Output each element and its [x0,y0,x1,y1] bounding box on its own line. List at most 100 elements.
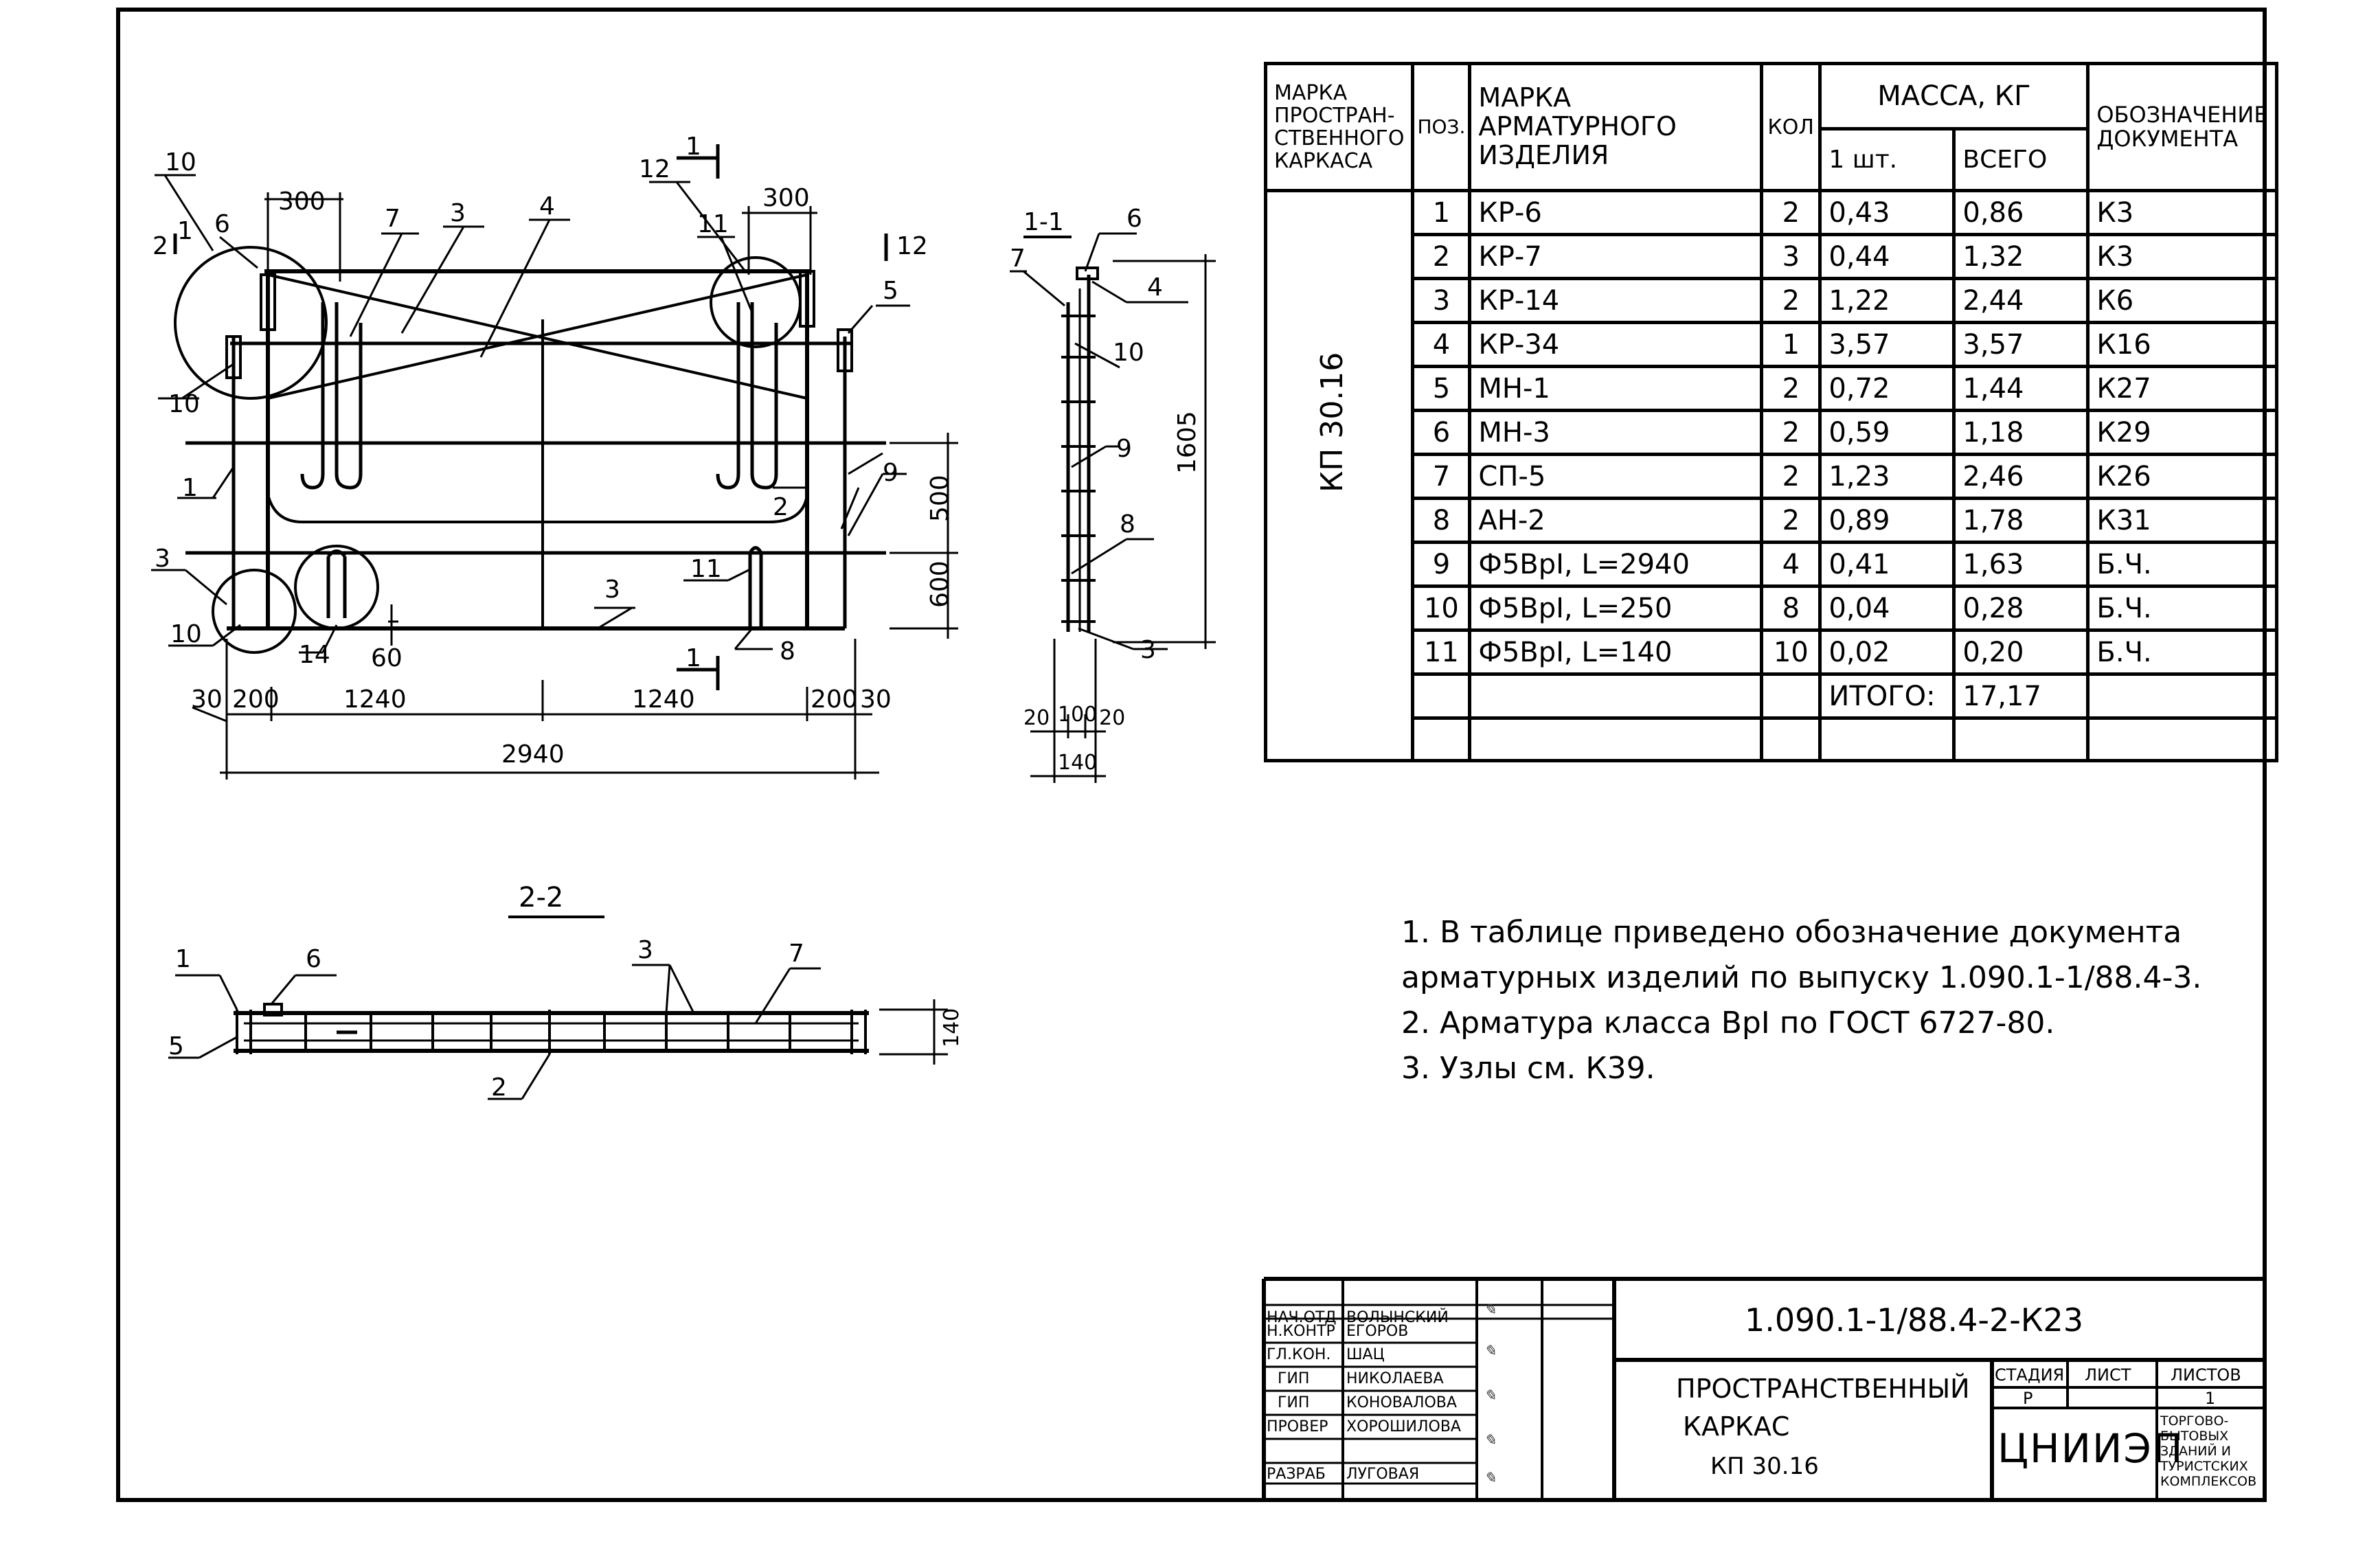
row-doc: К27 [2086,365,2278,412]
plan-leader-text: 8 [780,637,795,666]
row-doc: Б.Ч. [2086,541,2278,588]
header-mass: МАССА, КГ [1818,62,2090,130]
plan-leader-text: 12 [896,232,928,260]
s11-leader-text: 10 [1113,339,1144,367]
plan-end-plate-3 [799,270,815,328]
plan-end-plate-2 [225,335,242,379]
row-pos: 4 [1411,321,1472,368]
row-mass-total: 2,46 [1952,453,2090,500]
plan-labels: 10 6 2 300 7 3 4 12 11 300 12 5 1 10 1 3… [152,133,954,769]
tb-role: ГИП [1278,1394,1310,1411]
s11-leader-text: 4 [1147,273,1163,302]
header-qty: КОЛ [1760,62,1822,192]
plan-leader-text: 3 [604,576,620,604]
drawing-title-line-1: ПРОСТРАНСТВЕННЫЙ [1676,1374,1970,1404]
org-sub-line: БЫТОВЫХ [2160,1429,2229,1444]
row-pos: 2 [1411,233,1472,280]
section-2-2 [168,916,948,1100]
tb-role: ГИП [1278,1370,1310,1387]
s11-leader-text: 7 [1010,245,1026,273]
plan-leader-text: 1 [686,644,701,672]
row-mark: МН-1 [1468,365,1764,412]
row-qty: 1 [1760,321,1822,368]
plan-view [151,144,958,780]
tb-role: Н.КОНТР [1267,1323,1335,1340]
row-doc: К6 [2086,277,2278,324]
org-sub-line: ТУРИСТСКИХ [2160,1459,2248,1474]
empty-cell [2086,716,2278,762]
row-mass-one: 3,57 [1818,321,1956,368]
row-qty: 8 [1760,584,1822,632]
row-mark: Ф5ВрI, L=140 [1468,628,1764,676]
tb-name: КОНОВАЛОВА [1346,1394,1457,1411]
empty-cell [1760,716,1822,762]
plan-leader-text: 14 [299,641,330,669]
plan-hook-right [750,302,778,490]
section-1-1-labels: 1-1 6 7 4 10 9 8 3 1605 20 100 20 140 [1010,205,1201,775]
s22-leader-text: 2 [491,1073,507,1102]
plan-node-circle-bottom-left [212,569,297,654]
plan-dim-text: 1240 [632,685,695,714]
org-sub-line: ЗДАНИЙ И [2160,1444,2231,1459]
plan-leader-text: 600 [926,560,954,608]
plan-leader-text: 10 [170,620,202,648]
row-mass-total: 1,32 [1952,233,2090,280]
tb-name: ВОЛЫНСКИЙ [1346,1309,1449,1326]
sheet-label: ЛИСТ [2085,1365,2131,1385]
plan-leader-text: 300 [278,188,326,216]
row-qty: 2 [1760,277,1822,324]
empty-cell [1468,716,1764,762]
total-empty-doc [2086,672,2278,720]
header-mass-one: 1 шт. [1818,127,1956,192]
section-2-2-labels: 2-2 1 6 3 7 5 2 140 [168,882,964,1102]
total-label: ИТОГО: [1818,672,1956,720]
plan-leader-text: 1 [182,474,198,502]
signature-image: ✎ [1484,1470,1497,1487]
sheets-label: ЛИСТОВ [2171,1365,2241,1385]
note-line: 3. Узлы см. К39. [1401,1051,1655,1086]
plan-leader-text: 1 [177,217,193,245]
note-line: 2. Арматура класса ВрI по ГОСТ 6727-80. [1401,1005,2055,1041]
notes-block: 1. В таблице приведено обозначение докум… [1401,910,2201,1091]
row-pos: 7 [1411,453,1472,500]
row-qty: 3 [1760,233,1822,280]
plan-dim-text: 30 [860,685,892,714]
plan-loop-bottom-right [748,546,763,628]
empty-cell [1952,716,2090,762]
plan-diagonal-2 [267,273,808,400]
row-pos: 5 [1411,365,1472,412]
row-mass-total: 1,78 [1952,497,2090,544]
plan-section-mark-bottom [677,656,720,690]
row-mass-one: 0,89 [1818,497,1956,544]
row-doc: К31 [2086,497,2278,544]
tb-role: РАЗРАБ [1267,1466,1326,1483]
organization-name: ЦНИИЭП [1997,1425,2184,1472]
s11-rungs [1061,315,1096,623]
tb-name: ШАЦ [1346,1346,1385,1363]
plan-leader-text: 2 [773,493,789,521]
header-pos: ПОЗ. [1411,62,1472,192]
plan-leader-text: 1 [686,133,701,161]
s22-height: 140 [940,1008,964,1047]
plan-bent-rod [267,443,808,523]
tb-name: ХОРОШИЛОВА [1346,1418,1461,1435]
plan-leader-text: 300 [762,184,810,212]
frame-mark-cell: КП 30.16 [1263,189,1415,762]
s22-leader-text: 5 [168,1032,184,1060]
s22-leader-text: 1 [175,945,191,973]
s11-leaders [1010,232,1216,783]
row-mark: КР-34 [1468,321,1764,368]
total-empty-pos [1411,672,1472,720]
sheets-value: 1 [2205,1389,2216,1408]
row-mass-one: 0,41 [1818,541,1956,588]
s11-dim-text: 20 [1023,706,1050,730]
plan-hook-left [335,302,363,490]
s11-dim-text: 140 [1058,751,1097,775]
header-frame-mark: МАРКА ПРОСТРАН-СТВЕННОГО КАРКАСА [1263,62,1415,192]
plan-leader-text: 3 [155,545,170,573]
s11-dim-text: 100 [1058,703,1097,727]
plan-leader-text: 11 [697,210,729,238]
row-doc: К29 [2086,409,2278,456]
row-mark: МН-3 [1468,409,1764,456]
